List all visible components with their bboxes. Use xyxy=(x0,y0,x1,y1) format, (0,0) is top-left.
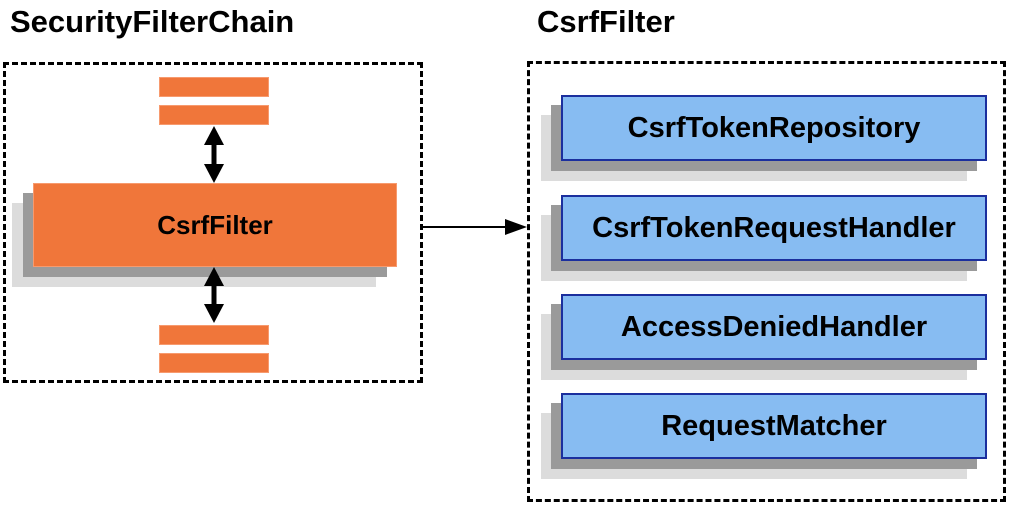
filter-placeholder-bar xyxy=(159,325,269,345)
security-filter-chain-title: SecurityFilterChain xyxy=(10,4,295,39)
component-box-request-matcher: RequestMatcher xyxy=(561,393,987,459)
component-label: CsrfTokenRequestHandler xyxy=(592,211,956,244)
filter-placeholder-bar xyxy=(159,353,269,373)
component-box-csrf-token-request-handler: CsrfTokenRequestHandler xyxy=(561,195,987,261)
component-label: RequestMatcher xyxy=(661,409,887,442)
component-label: CsrfTokenRepository xyxy=(627,111,921,144)
right-arrow-icon xyxy=(423,219,527,235)
component-label: AccessDeniedHandler xyxy=(620,310,928,343)
csrf-filter-node: CsrfFilter xyxy=(33,183,397,267)
csrf-filter-panel-title: CsrfFilter xyxy=(537,4,675,39)
component-box-access-denied-handler: AccessDeniedHandler xyxy=(561,294,987,360)
security-filter-chain-container xyxy=(3,62,423,383)
csrf-filter-node-label: CsrfFilter xyxy=(157,209,273,240)
csrf-filter-container xyxy=(527,61,1006,502)
filter-placeholder-bar xyxy=(159,105,269,125)
component-box-csrf-token-repository: CsrfTokenRepository xyxy=(561,95,987,161)
filter-placeholder-bar xyxy=(159,77,269,97)
